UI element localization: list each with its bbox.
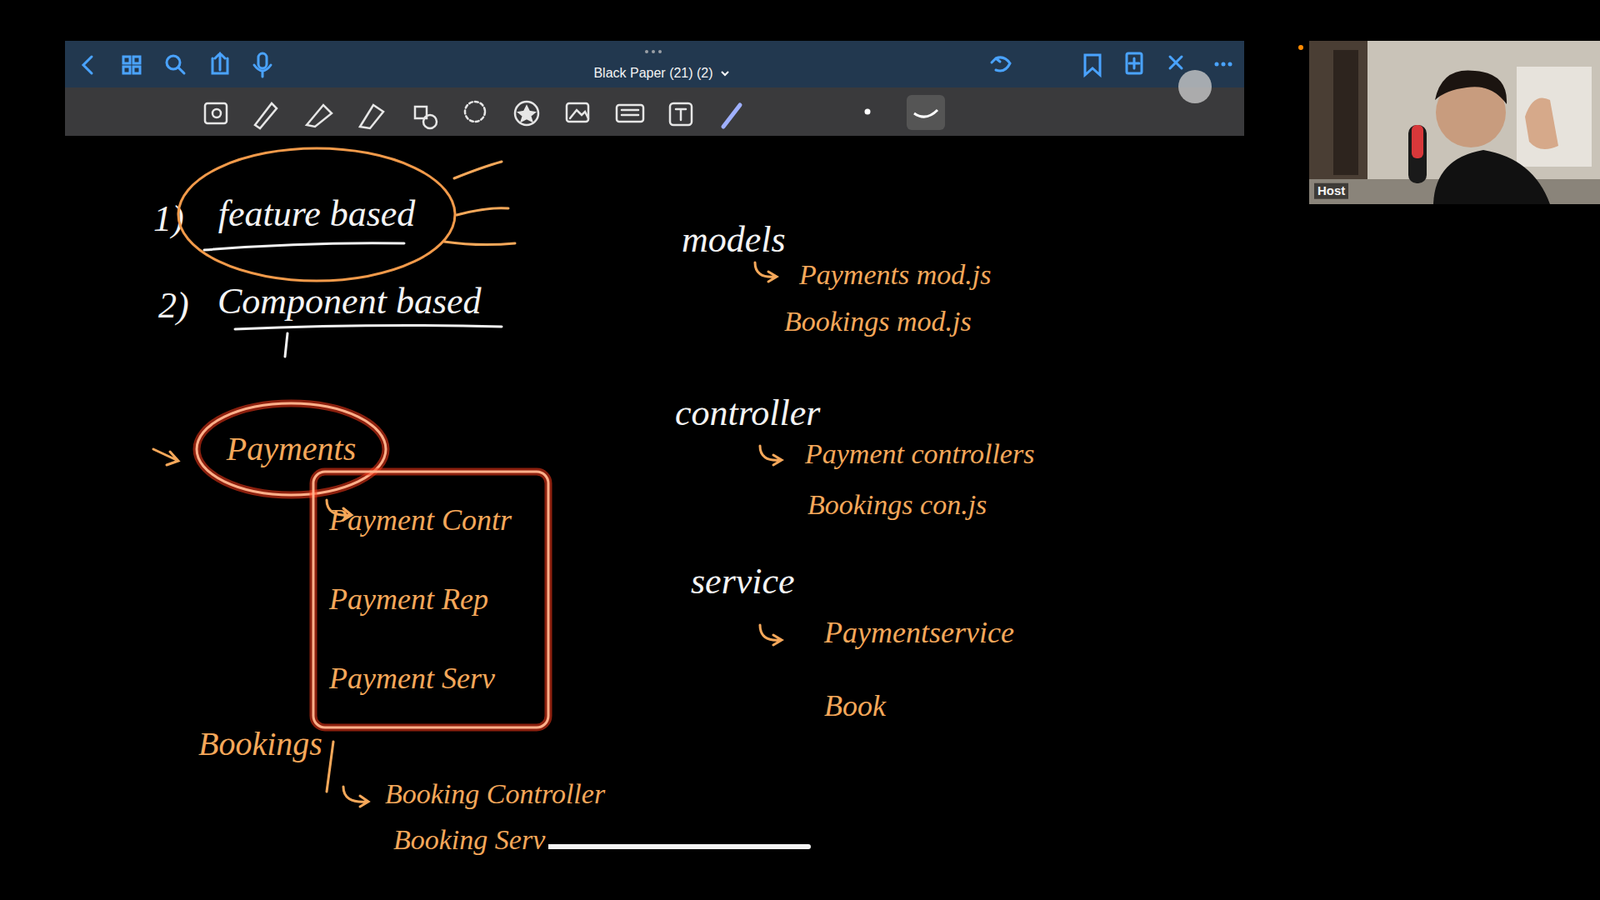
feature-folder: Bookings — [195, 725, 326, 763]
node-content: feature based — [175, 145, 458, 284]
node-content: Payment ContrPayment RepPayment Serv — [310, 469, 551, 730]
folder-name: controller — [671, 393, 824, 434]
file-name: Booking Serv — [390, 824, 549, 855]
node-text: Payments — [226, 430, 357, 468]
file-name: Booking Controller — [381, 778, 609, 810]
node-content: Payments — [194, 400, 389, 498]
file-name: Book — [820, 690, 890, 724]
folder-name: models — [678, 220, 790, 260]
approach-ellipse: feature based — [175, 145, 458, 284]
feature-ellipse: Payments — [194, 400, 389, 498]
approach-name: Component based — [214, 281, 485, 322]
file-name: Paymentservice — [820, 616, 1018, 650]
list-number: 1) — [150, 199, 188, 240]
node-text: Payment Serv — [329, 662, 495, 696]
node-text: feature based — [218, 194, 416, 235]
participant-name: Host — [1314, 183, 1349, 200]
list-number: 2) — [155, 285, 193, 326]
node-text: Payment Rep — [329, 583, 489, 617]
node-text: Payment Contr — [329, 504, 512, 538]
file-name: Payment controllers — [801, 438, 1038, 470]
document-title: Black Paper (21) (2) — [593, 65, 713, 81]
file-name: Payments mod.js — [795, 259, 995, 290]
folder-name: service — [687, 561, 799, 602]
feature-files-box: Payment ContrPayment RepPayment Serv — [310, 469, 551, 730]
file-name: Bookings con.js — [804, 489, 990, 520]
file-name: Bookings mod.js — [780, 305, 975, 337]
